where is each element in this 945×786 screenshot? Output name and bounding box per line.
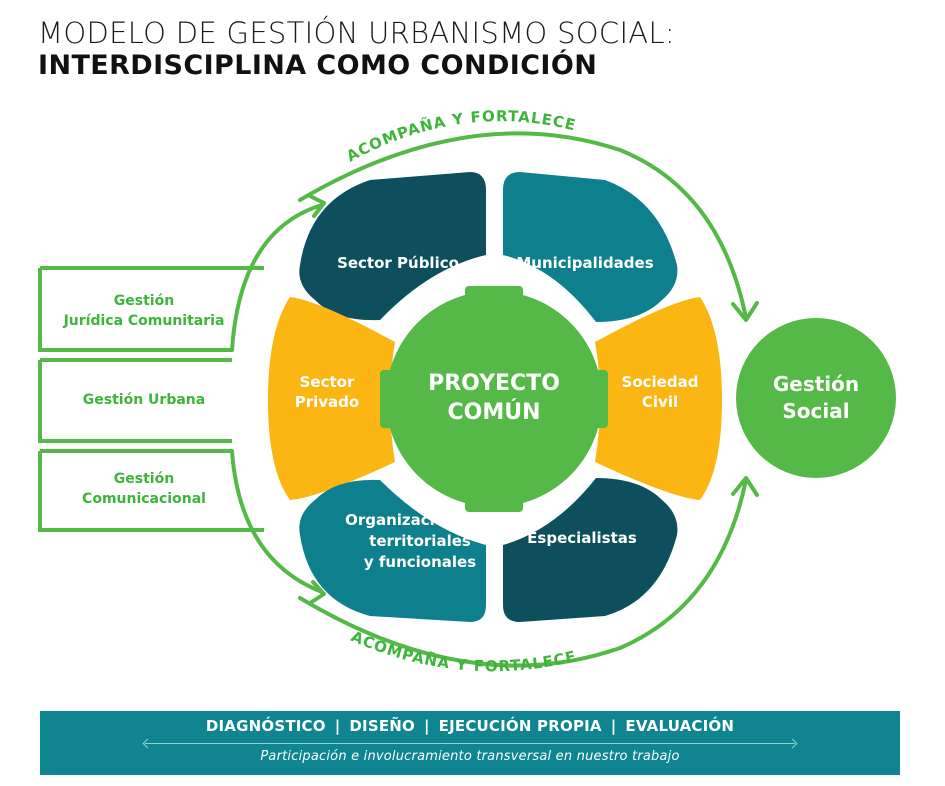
outcome-circle: [736, 318, 896, 478]
box-comunicacional-line1: Gestión: [114, 471, 174, 487]
segment-organizaciones: [299, 479, 486, 622]
center-line-1: PROYECTO: [428, 371, 560, 396]
step-diseno: DISEÑO: [349, 717, 415, 735]
step-separator: |: [423, 717, 430, 735]
outcome-line-2: Social: [782, 399, 849, 423]
arc-bottom: [298, 478, 748, 668]
label-municipalidades: Municipalidades: [516, 254, 653, 272]
arc-top: [298, 131, 748, 320]
center-circle: [386, 291, 602, 507]
arrow-right-upper-icon: [731, 301, 759, 322]
center-tab-top: [465, 286, 523, 304]
step-separator: |: [334, 717, 341, 735]
box-comunicacional-outline: [38, 449, 264, 532]
step-diagnostico: DIAGNÓSTICO: [205, 717, 326, 735]
outcome-gestion-social: Gestión Social: [736, 318, 896, 478]
segment-sociedad-civil: [595, 297, 722, 500]
box-juridica-line2: Jurídica Comunitaria: [63, 313, 225, 329]
outer-arcs: [230, 131, 748, 668]
footer-subtitle: Participación e involucramiento transver…: [260, 749, 680, 764]
label-sociedad-civil-1: Sociedad: [622, 373, 699, 391]
center-hub: PROYECTO COMÚN: [380, 286, 608, 512]
outcome-line-1: Gestión: [773, 372, 859, 396]
segments: [268, 172, 722, 622]
arrow-right-lower-icon: [731, 476, 759, 497]
label-sociedad-civil-2: Civil: [642, 393, 678, 411]
arc-left-upper: [230, 203, 324, 352]
step-ejecucion-propia: EJECUCIÓN PROPIA: [438, 717, 602, 735]
label-sector-publico: Sector Público: [337, 254, 459, 272]
segment-municipalidades: [503, 172, 678, 322]
arc-label-bottom: ACOMPAÑA Y FORTALECE: [348, 627, 578, 675]
step-separator: |: [610, 717, 617, 735]
title-line-1: MODELO DE GESTIÓN URBANISMO SOCIAL:: [38, 16, 675, 50]
segment-sector-privado: [268, 297, 395, 500]
footer-banner: DIAGNÓSTICO | DISEÑO | EJECUCIÓN PROPIA | EVAL…: [40, 711, 900, 775]
label-organizaciones-2: territoriales: [369, 532, 471, 550]
box-urbana-outline: [38, 358, 232, 443]
footer-steps: DIAGNÓSTICO | DISEÑO | EJECUCIÓN PROPIA | EVAL…: [40, 717, 900, 735]
arrowheads: [308, 194, 759, 605]
box-comunicacional-line2: Comunicacional: [82, 491, 206, 507]
label-organizaciones-1: Organizaciones: [345, 511, 475, 529]
box-juridica-line1: Gestión: [114, 293, 174, 309]
left-boxes: Gestión Jurídica Comunitaria Gestión Urb…: [38, 266, 264, 532]
segment-especialistas: [503, 478, 678, 622]
segment-sector-publico: [299, 172, 486, 321]
label-sector-privado-1: Sector: [300, 373, 355, 391]
box-juridica-outline: [38, 266, 264, 352]
double-arrow-icon: [145, 743, 795, 744]
center-tab-left: [380, 370, 398, 428]
center-tab-right: [590, 370, 608, 428]
diagram: Gestión Jurídica Comunitaria Gestión Urb…: [38, 107, 896, 675]
arrow-left-upper-icon: [308, 194, 326, 218]
step-evaluacion: EVALUACIÓN: [625, 717, 735, 735]
label-especialistas: Especialistas: [527, 529, 637, 547]
label-organizaciones-3: y funcionales: [364, 553, 476, 571]
box-urbana-label: Gestión Urbana: [83, 392, 205, 408]
center-tab-bottom: [465, 494, 523, 512]
label-sector-privado-2: Privado: [295, 393, 359, 411]
center-line-2: COMÚN: [447, 399, 540, 425]
arc-left-lower: [230, 449, 324, 594]
arrow-left-lower-icon: [308, 580, 326, 605]
title-line-2: INTERDISCIPLINA COMO CONDICIÓN: [38, 50, 598, 81]
